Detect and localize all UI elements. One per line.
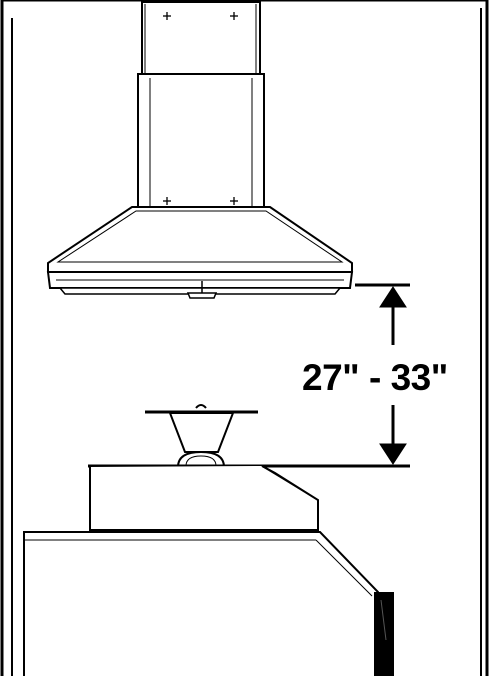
- hood-control-knob: [186, 281, 218, 299]
- cooktop-body: [88, 464, 400, 531]
- hood-chimney-upper: [141, 1, 261, 77]
- screw-marks-lower: [163, 197, 238, 205]
- cabinet-handle: [374, 592, 394, 676]
- dimension-label: 27" - 33": [302, 357, 448, 398]
- hood-chimney-lower: [137, 73, 265, 209]
- hood-canopy: [46, 206, 354, 295]
- screw-marks-upper: [163, 12, 238, 20]
- counter-cabinet: [23, 531, 379, 676]
- cooktop-burner: [145, 404, 258, 468]
